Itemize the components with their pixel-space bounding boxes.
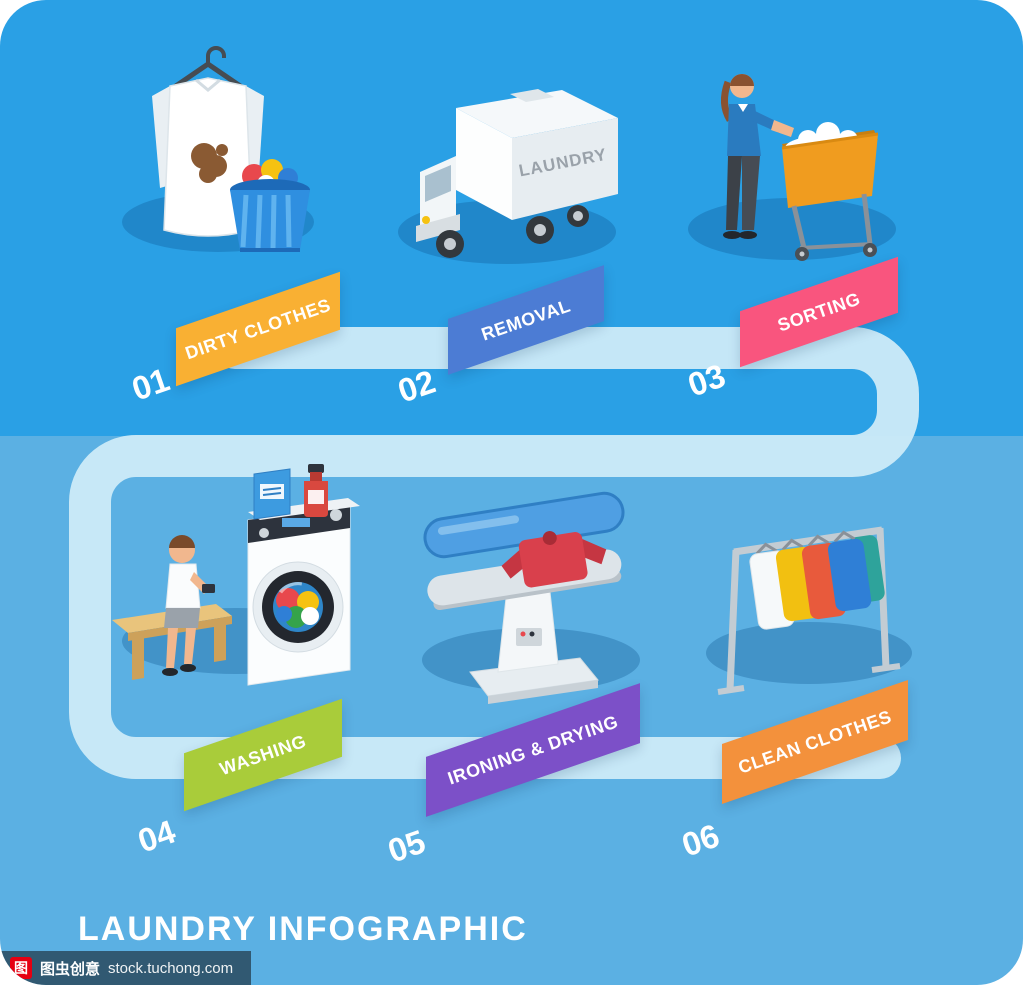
phone-icon — [202, 584, 215, 593]
red-shirt-icon — [501, 531, 607, 588]
shadow-ellipse — [706, 622, 912, 684]
watermark-bar: 图 图虫创意 stock.tuchong.com — [0, 951, 252, 985]
detergent-bottle-icon — [304, 464, 328, 517]
tuchong-logo-icon: 图 — [10, 957, 32, 979]
laundry-cart-icon — [781, 122, 879, 261]
laundry-van-illustration: LAUNDRY — [392, 68, 627, 273]
sorting-illustration — [682, 48, 887, 268]
step-banner-ironing-drying: IRONING & DRYING — [426, 683, 640, 817]
headlight — [422, 216, 430, 224]
stain-blob — [191, 143, 228, 183]
stained-shirt-icon — [152, 77, 264, 237]
hanging-shirt-blue — [827, 530, 872, 612]
ironing-illustration — [412, 480, 642, 705]
step-banner-dirty-clothes: DIRTY CLOTHES — [176, 271, 340, 387]
step-banner-removal: REMOVAL — [448, 265, 604, 375]
clothes-rack-icon — [717, 526, 901, 695]
ironing-press-icon — [423, 491, 625, 704]
laundry-basket-icon — [230, 159, 310, 252]
windshield — [425, 165, 451, 202]
step-banner-washing: WASHING — [184, 698, 342, 812]
hanger-icon — [168, 46, 248, 93]
washing-illustration — [98, 452, 363, 702]
washing-machine-icon — [247, 464, 360, 686]
laundry-in-drum — [273, 582, 323, 632]
step-banner-sorting: SORTING — [740, 256, 898, 368]
detergent-box-icon — [253, 468, 291, 520]
laundry-van-icon: LAUNDRY — [416, 89, 618, 258]
page-title: LAUNDRY INFOGRAPHIC — [78, 910, 528, 948]
worker-woman-icon — [721, 74, 794, 239]
watermark-site: stock.tuchong.com — [108, 959, 234, 977]
watermark-brand: 图虫创意 — [40, 960, 101, 978]
wheels — [436, 205, 589, 258]
clean-clothes-illustration — [706, 500, 911, 710]
dirty-clothes-illustration — [112, 38, 317, 253]
flow-path-line — [69, 327, 919, 779]
step-banner-clean-clothes: CLEAN CLOTHES — [722, 679, 908, 805]
sitting-person-icon — [162, 535, 215, 676]
